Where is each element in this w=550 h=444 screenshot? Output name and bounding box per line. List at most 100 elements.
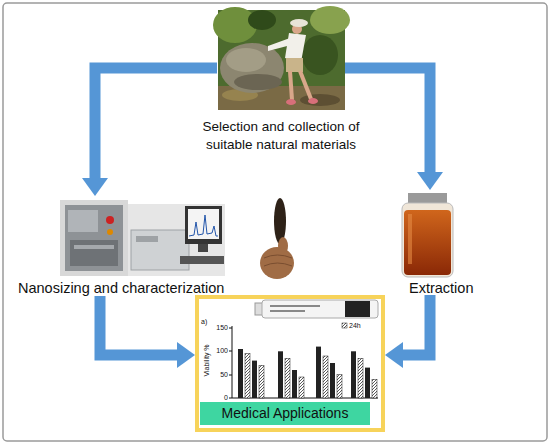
hand-photo — [274, 198, 286, 244]
spectrometer-photo — [188, 209, 219, 239]
step-label: Selection and collection of suitable nat… — [187, 118, 375, 153]
forest-photo — [300, 71, 311, 99]
flow-arrow — [385, 295, 430, 368]
forest-photo — [234, 74, 282, 90]
viability-chart — [351, 351, 356, 398]
viability-chart — [372, 379, 377, 398]
viability-chart — [358, 358, 363, 398]
forest-photo — [300, 94, 340, 106]
cream-tube — [262, 300, 378, 318]
mill-photo — [60, 200, 128, 276]
spectrometer-photo — [128, 204, 225, 276]
chart-label: 100 — [213, 347, 228, 354]
arrow-shaft — [95, 68, 217, 178]
arrow-head — [417, 172, 443, 190]
forest-photo — [290, 71, 292, 100]
chart-label: Viability % — [203, 344, 210, 376]
viability-chart — [238, 349, 243, 398]
cream-tube — [270, 310, 305, 312]
cream-tube — [345, 301, 370, 317]
forest-photo — [226, 48, 266, 72]
hand-photo — [260, 198, 294, 279]
extract-jar — [408, 193, 447, 203]
extract-jar — [402, 193, 453, 277]
forest-photo — [220, 43, 284, 93]
hand-photo — [260, 247, 294, 279]
viability-chart — [337, 375, 342, 398]
chart-label: a) — [201, 318, 207, 325]
forest-photo — [286, 58, 303, 72]
forest-photo — [308, 98, 318, 104]
viability-chart — [199, 319, 381, 402]
viability-chart — [285, 358, 290, 398]
arrow-shaft — [100, 296, 177, 355]
arrow-head — [82, 178, 108, 196]
viability-chart — [292, 370, 297, 398]
arrow-shaft — [403, 295, 430, 355]
viability-chart — [316, 347, 321, 398]
chart-label: 0 — [213, 394, 228, 401]
application-label: Medical Applications — [200, 402, 370, 425]
viability-chart — [299, 377, 304, 398]
viability-chart — [278, 351, 283, 398]
flow-arrow — [345, 68, 443, 190]
viability-chart — [365, 368, 370, 398]
application-box: Medical Applications — [195, 295, 385, 432]
mill-photo — [65, 205, 123, 271]
spectrometer-photo — [185, 206, 222, 244]
arrow-head — [177, 342, 195, 368]
forest-photo — [310, 6, 350, 34]
viability-chart — [229, 351, 232, 352]
viability-chart — [229, 328, 232, 329]
process-node: Extraction — [395, 190, 475, 295]
mill-photo — [74, 245, 114, 249]
viability-chart — [342, 323, 347, 328]
flow-arrow — [100, 296, 195, 368]
mill-photo — [60, 200, 128, 276]
viability-chart — [259, 365, 264, 398]
hand-photo — [264, 255, 292, 258]
mill-photo — [68, 210, 98, 232]
chart-label: 150 — [213, 324, 228, 331]
spectrometer-photo — [128, 204, 225, 276]
spectrometer-photo — [136, 236, 158, 242]
viability-chart — [199, 319, 381, 402]
extract-jar — [408, 214, 412, 264]
forest-photo — [302, 35, 338, 75]
process-node: Selection and collection of suitable nat… — [217, 10, 345, 110]
viability-chart — [229, 375, 232, 376]
forest-photo — [286, 99, 296, 105]
cream-tube — [255, 300, 378, 318]
cream-tube — [270, 305, 320, 307]
viability-chart — [229, 398, 232, 399]
chart-label: 24h — [349, 322, 361, 329]
viability-chart — [232, 326, 233, 398]
forest-photo — [285, 33, 306, 62]
spectrometer-photo — [180, 256, 224, 264]
mill-photo — [106, 216, 114, 224]
mill-photo — [107, 229, 113, 235]
step-label: Extraction — [409, 279, 489, 298]
outer-frame — [3, 3, 547, 441]
mill-photo — [70, 240, 118, 266]
process-node: Nanosizing and characterization — [18, 196, 243, 296]
forest-photo — [248, 10, 276, 30]
forest-photo — [268, 38, 291, 51]
forest-photo — [213, 6, 350, 110]
spectrometer-photo — [198, 244, 208, 252]
extract-jar — [402, 203, 453, 277]
flow-arrow — [82, 68, 217, 196]
chart-label: 50 — [213, 371, 228, 378]
forest-photo — [290, 19, 308, 27]
viability-chart — [245, 354, 250, 398]
hand-photo — [264, 263, 292, 266]
spectrometer-photo — [189, 215, 218, 236]
viability-chart — [330, 363, 335, 398]
extract-jar — [404, 210, 451, 275]
arrow-head — [385, 342, 403, 368]
viability-chart — [252, 361, 257, 398]
viability-chart — [323, 356, 328, 398]
